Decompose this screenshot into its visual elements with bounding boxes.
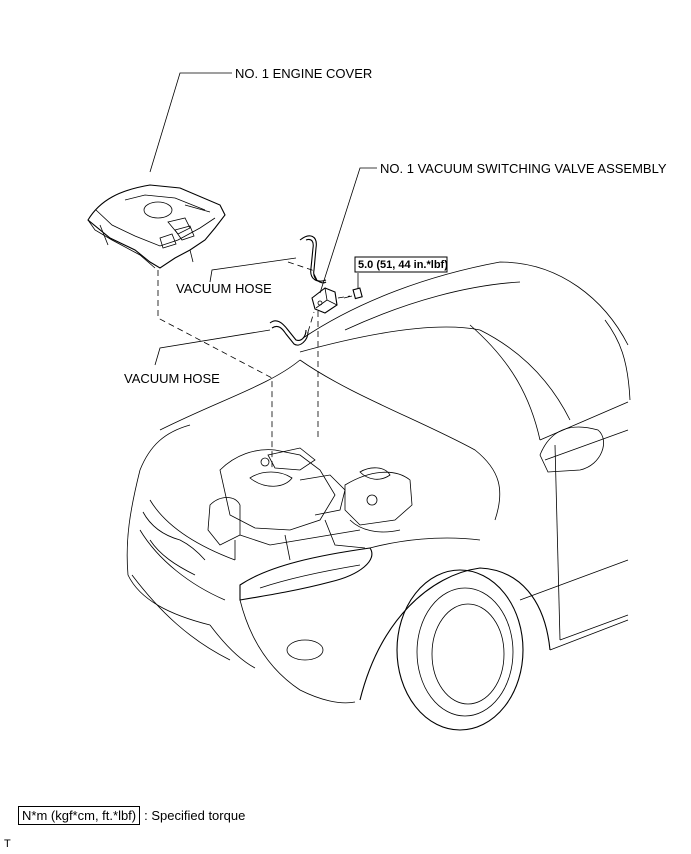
vsv-assembly-label: NO. 1 VACUUM SWITCHING VALVE ASSEMBLY <box>380 161 667 176</box>
car-body-outline <box>126 261 631 731</box>
torque-box <box>354 256 448 273</box>
figure-code: T <box>4 838 11 850</box>
vacuum-hose-upper-label: VACUUM HOSE <box>176 281 272 296</box>
vacuum-hose-lower-label: VACUUM HOSE <box>124 371 220 386</box>
legend-unit-box: N*m (kgf*cm, ft.*lbf) <box>18 805 141 825</box>
engine-cover <box>87 184 226 269</box>
leader-lines <box>149 72 377 366</box>
bolt <box>343 287 363 300</box>
legend: N*m (kgf*cm, ft.*lbf) : Specified torque <box>18 805 245 825</box>
assembly-lines <box>157 261 351 470</box>
vacuum-hose-lower <box>269 320 309 346</box>
engine-bay <box>207 447 413 561</box>
torque-value: 5.0 (51, 44 in.*lbf) <box>358 259 448 271</box>
engine-cover-label: NO. 1 ENGINE COVER <box>235 66 372 81</box>
vacuum-switching-valve <box>311 287 338 314</box>
vacuum-hose-upper <box>299 235 327 284</box>
legend-description: : Specified torque <box>144 807 246 823</box>
